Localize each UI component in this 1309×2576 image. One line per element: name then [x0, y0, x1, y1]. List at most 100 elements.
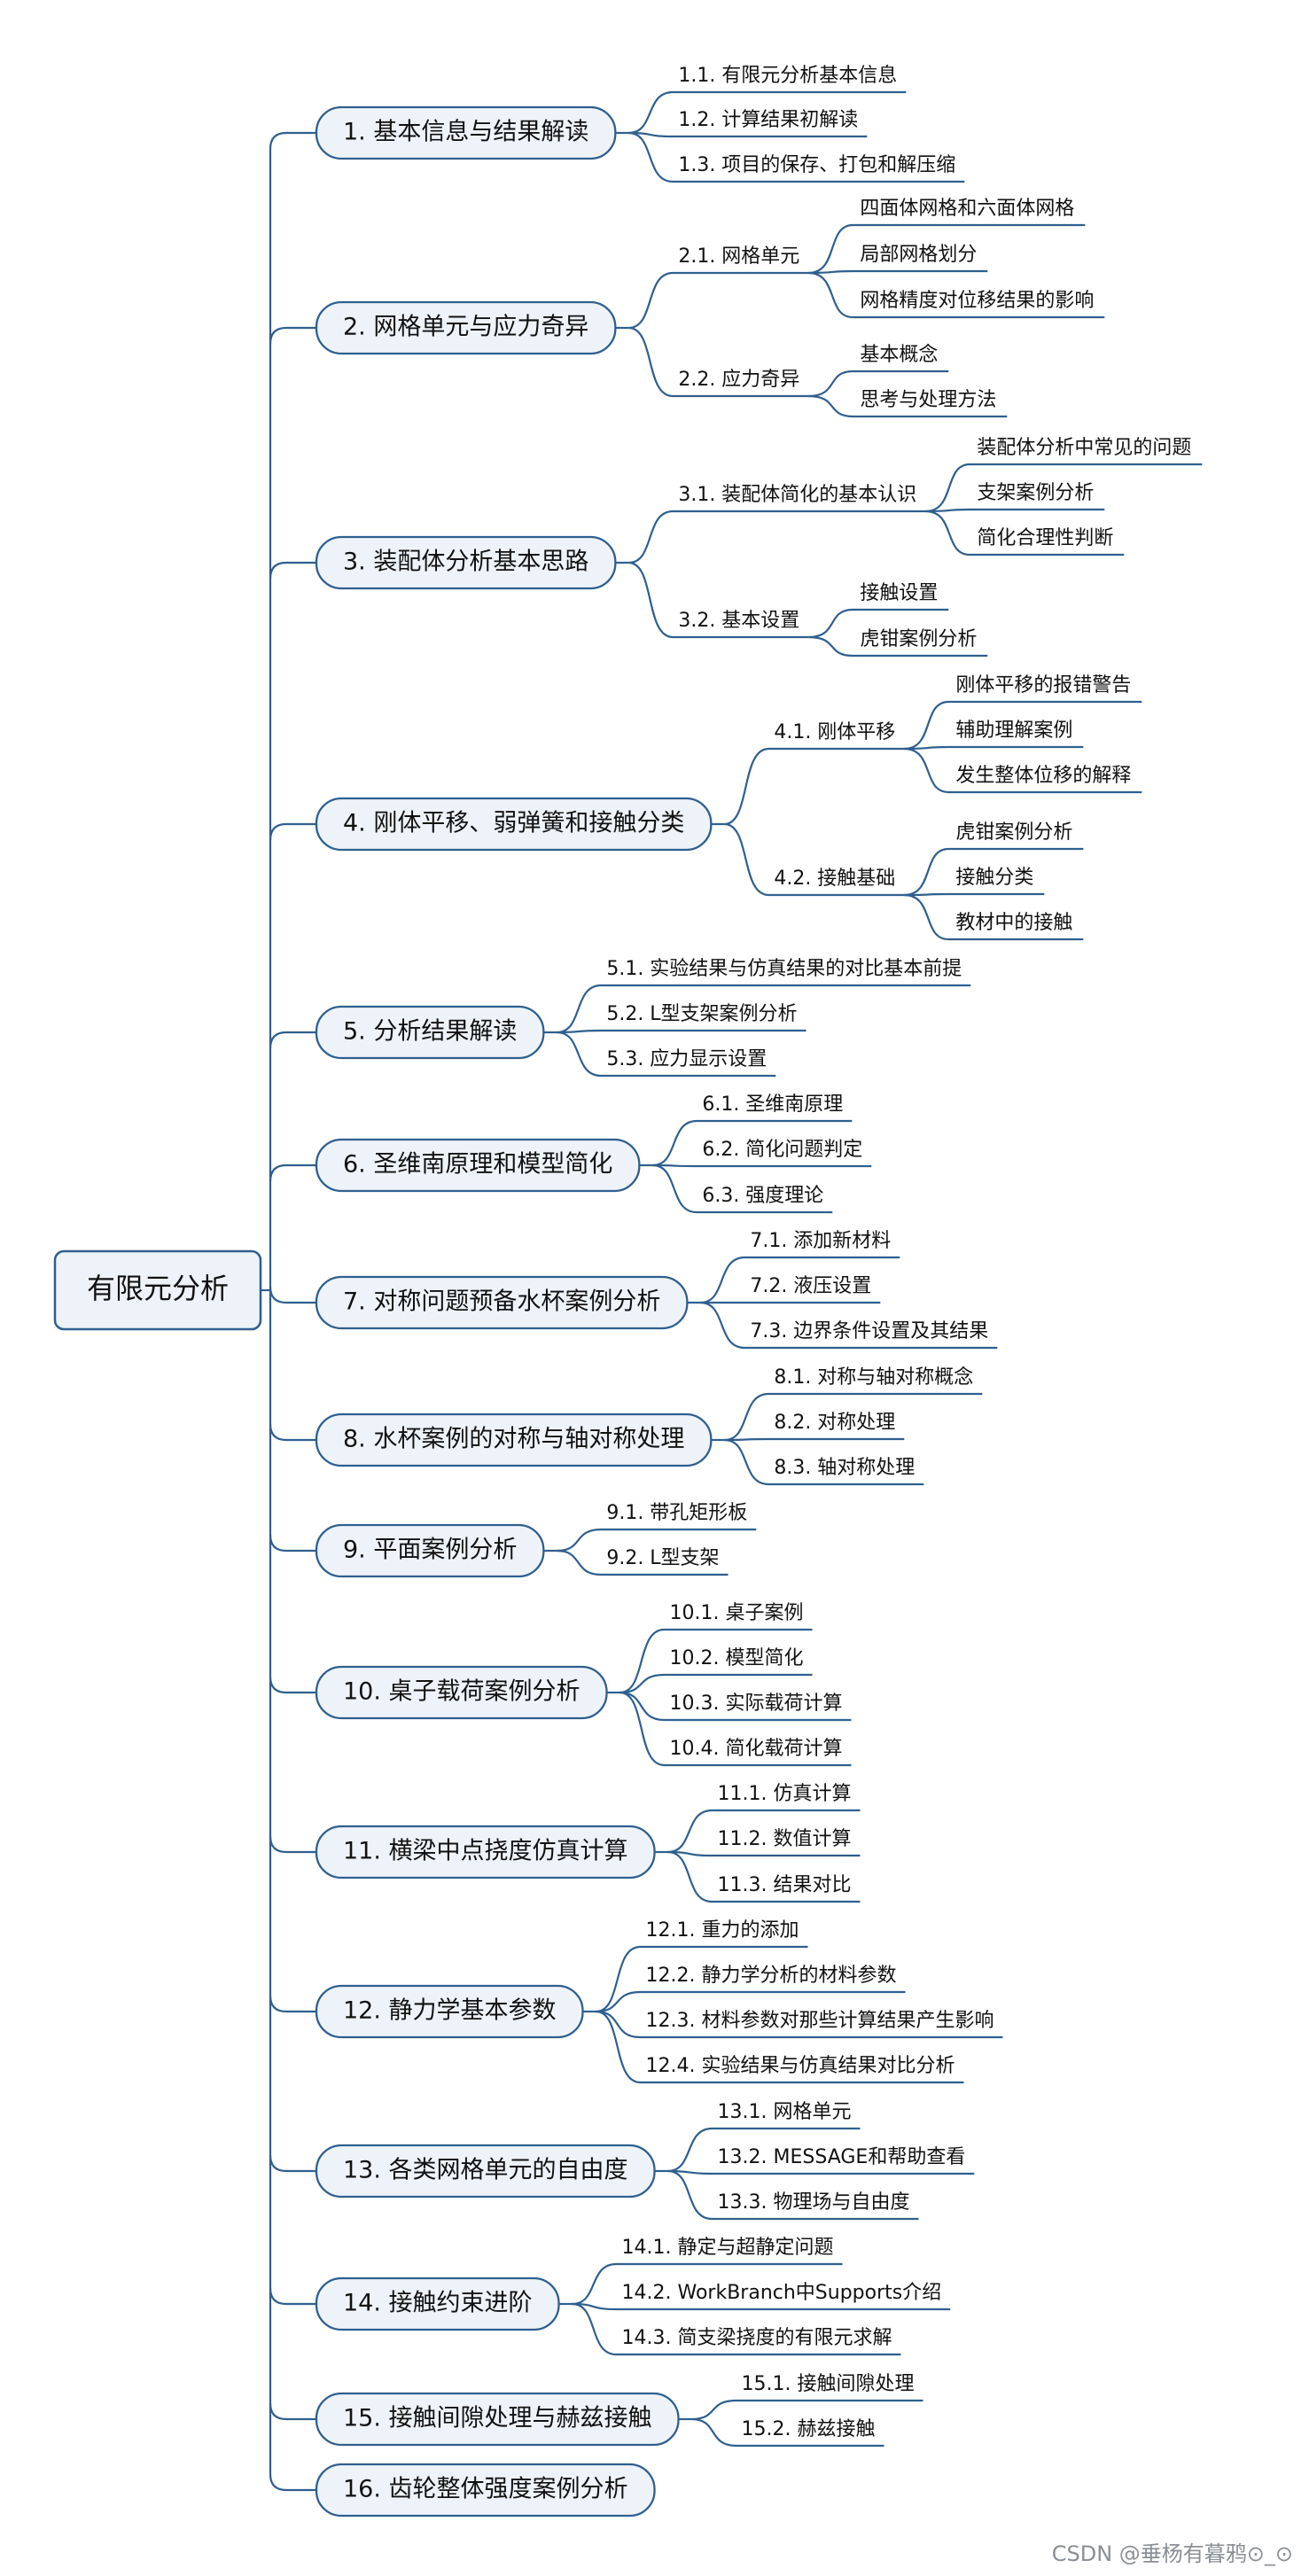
- grandchild-connector: [904, 847, 1084, 897]
- branch-node-2[interactable]: [315, 300, 617, 355]
- branch-box: [315, 1665, 608, 1720]
- child-label: 12.1. 重力的添加: [646, 1919, 799, 1942]
- branch-node-8[interactable]: [315, 1413, 713, 1467]
- child-connector: [700, 1301, 998, 1350]
- child-label: 8.3. 轴对称处理: [774, 1457, 915, 1479]
- child-label: 13.2. MESSAGE和帮助查看: [718, 2146, 966, 2168]
- branch-node-1[interactable]: [315, 105, 617, 160]
- child-label: 4.2. 接触基础: [774, 868, 895, 890]
- child-connector: [652, 1119, 853, 1167]
- branch-box: [315, 1138, 641, 1193]
- grandchild-label: 思考与处理方法: [860, 389, 996, 411]
- child-connector: [667, 1809, 861, 1854]
- child-connector: [596, 2010, 964, 2084]
- branch-connector: [269, 1534, 316, 1553]
- branch-box: [315, 105, 617, 160]
- branch-node-13[interactable]: [315, 2144, 656, 2199]
- grandchild-label: 教材中的接触: [955, 912, 1072, 934]
- child-label: 1.2. 计算结果初解读: [678, 109, 858, 131]
- child-label: 5.2. L型支架案例分析: [606, 1003, 797, 1025]
- branch-node-12[interactable]: [315, 1984, 584, 2039]
- grandchild-label: 局部网格划分: [860, 244, 977, 266]
- child-connector: [724, 747, 905, 826]
- grandchild-label: 基本概念: [860, 344, 938, 366]
- branch-node-15[interactable]: [315, 2392, 680, 2447]
- branch-node-5[interactable]: [315, 1005, 545, 1060]
- grandchild-label: 四面体网格和六面体网格: [860, 198, 1074, 220]
- child-connector: [724, 1392, 983, 1442]
- grandchild-connector: [808, 608, 949, 639]
- child-label: 1.3. 项目的保存、打包和解压缩: [678, 154, 955, 176]
- child-label: 9.2. L型支架: [606, 1547, 719, 1569]
- branch-node-14[interactable]: [315, 2276, 560, 2331]
- child-label: 12.2. 静力学分析的材料参数: [646, 1965, 897, 1987]
- child-connector: [596, 1945, 808, 2013]
- branch-box: [315, 1825, 656, 1879]
- branch-label: 10. 桌子载荷案例分析: [343, 1678, 580, 1706]
- child-connector: [691, 2417, 884, 2448]
- branch-box: [315, 2144, 656, 2199]
- child-label: 4.1. 刚体平移: [774, 721, 895, 743]
- branch-connector: [269, 1423, 316, 1442]
- branch-label: 5. 分析结果解读: [343, 1018, 517, 1046]
- branch-node-4[interactable]: [315, 797, 713, 852]
- child-label: 10.1. 桌子案例: [670, 1602, 804, 1624]
- child-label: 15.2. 赫兹接触: [742, 2418, 876, 2440]
- grandchild-connector: [904, 700, 1142, 751]
- branch-node-16[interactable]: [315, 2463, 656, 2518]
- child-label: 2.1. 网格单元: [678, 245, 799, 268]
- branch-node-3[interactable]: [315, 535, 617, 590]
- branch-connector: [269, 1163, 316, 1182]
- child-label: 8.2. 对称处理: [774, 1412, 895, 1434]
- branch-node-9[interactable]: [315, 1523, 545, 1578]
- child-connector: [557, 1528, 757, 1553]
- branch-label: 7. 对称问题预备水杯案例分析: [343, 1288, 660, 1316]
- grandchild-label: 辅助理解案例: [955, 720, 1072, 742]
- child-connector: [619, 1691, 852, 1722]
- branch-node-7[interactable]: [315, 1275, 689, 1330]
- child-label: 14.3. 简支梁挠度的有限元求解: [622, 2327, 892, 2349]
- branch-connector: [269, 2473, 316, 2492]
- child-label: 9.1. 带孔矩形板: [606, 1502, 747, 1524]
- branch-label: 15. 接触间隙处理与赫兹接触: [343, 2405, 652, 2432]
- branch-connector: [269, 1031, 316, 1049]
- child-connector: [557, 984, 971, 1034]
- child-connector: [667, 2127, 861, 2173]
- branch-connector: [269, 131, 316, 150]
- child-label: 5.1. 实验结果与仿真结果的对比基本前提: [606, 958, 962, 980]
- branch-box: [315, 300, 617, 355]
- grandchild-label: 虎钳案例分析: [955, 821, 1072, 844]
- branch-label: 1. 基本信息与结果解读: [343, 119, 588, 146]
- branch-connector: [269, 326, 316, 345]
- child-label: 3.1. 装配体简化的基本认识: [678, 484, 916, 506]
- root-node[interactable]: [53, 1249, 262, 1331]
- branch-label: 3. 装配体分析基本思路: [343, 549, 588, 576]
- child-label: 6.1. 圣维南原理: [702, 1093, 843, 1116]
- child-label: 10.3. 实际载荷计算: [670, 1693, 843, 1715]
- branch-connector: [269, 822, 316, 841]
- branch-node-10[interactable]: [315, 1665, 608, 1720]
- branch-box: [315, 1984, 584, 2039]
- grandchild-connector: [925, 463, 1203, 513]
- branch-label: 8. 水杯案例的对称与轴对称处理: [343, 1426, 684, 1453]
- root-node-box: [53, 1249, 262, 1331]
- child-connector: [619, 1628, 813, 1694]
- branch-node-6[interactable]: [315, 1138, 641, 1193]
- child-label: 15.1. 接触间隙处理: [742, 2373, 915, 2395]
- branch-box: [315, 2276, 560, 2331]
- branch-node-11[interactable]: [315, 1825, 656, 1879]
- branch-label: 4. 刚体平移、弱弹簧和接触分类: [343, 810, 684, 837]
- grandchild-label: 简化合理性判断: [977, 527, 1113, 549]
- child-connector: [557, 1031, 776, 1078]
- grandchild-connector: [925, 508, 1105, 513]
- child-label: 13.1. 网格单元: [718, 2101, 852, 2123]
- child-label: 5.3. 应力显示设置: [606, 1048, 767, 1070]
- branch-connector: [269, 1995, 316, 2013]
- child-label: 1.1. 有限元分析基本信息: [678, 65, 897, 87]
- child-connector: [667, 1850, 861, 1903]
- branch-connector: [269, 1286, 316, 1304]
- child-connector: [724, 822, 905, 897]
- child-connector: [628, 510, 926, 564]
- child-label: 11.2. 数值计算: [718, 1828, 852, 1850]
